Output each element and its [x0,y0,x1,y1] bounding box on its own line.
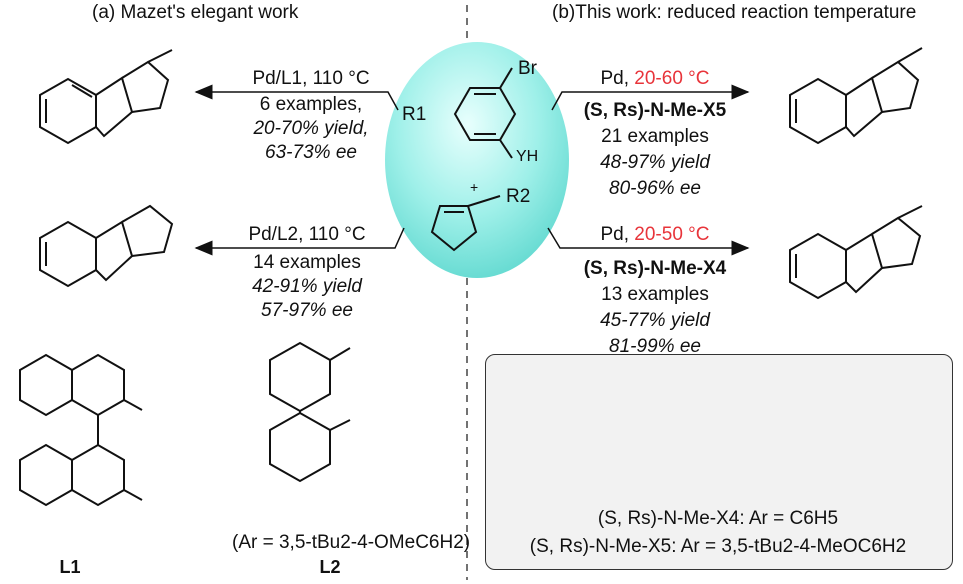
left-rxn1-examples: 6 examples, [259,94,363,115]
right-rxn2-ee: 81-99% ee [609,336,701,357]
right-rxn1-catalyst: Pd, [600,68,635,89]
left-rxn1-conditions: Pd/L1, 110 °C [252,68,370,89]
right-rxn2-yield: 45-77% yield [600,310,710,331]
ligand-def-x4: (S, Rs)-N-Me-X4: Ar = C6H5 [597,508,839,529]
right-rxn2-temperature: 20-50 °C [634,224,710,245]
left-rxn2-examples: 14 examples [253,252,361,273]
right-rxn2-ligand: (S, Rs)-N-Me-X4 [583,258,727,279]
reagent-r2: R2 [506,186,531,207]
ligand-ar-note: (Ar = 3,5-tBu2-4-OMeC6H2) [232,532,471,553]
right-rxn1-ligand: (S, Rs)-N-Me-X5 [583,100,727,121]
ligand-l2-structure [269,341,351,483]
ligand-definition-box [485,354,953,570]
right-rxn1-temperature: 20-60 °C [634,68,710,89]
left-rxn2-yield: 42-91% yield [252,276,362,297]
right-heading: (b)This work: reduced reaction temperatu… [552,2,917,23]
left-rxn2-ee: 57-97% ee [261,300,353,321]
arrow-left-1 [194,84,399,111]
reagent-sub-br: Br [518,58,537,79]
ligand-l1-structure [19,353,143,507]
dihydrofuran-structure [430,195,501,252]
reagent-bubble [385,42,569,278]
right-rxn2-conditions: Pd, 20-50 °C [570,224,740,246]
right-rxn1-conditions: Pd, 20-60 °C [570,68,740,90]
reagent-sub-yh: YH [516,148,539,165]
right-rxn2-examples: 13 examples [601,284,709,305]
left-rxn1-ee: 63-73% ee [265,142,357,163]
left-heading: (a) Mazet's elegant work [92,2,299,23]
left-rxn2-conditions: Pd/L2, 110 °C [248,224,366,245]
product-skeleton-left-2 [39,204,174,288]
right-rxn2-catalyst: Pd, [600,224,635,245]
reagent-r1: R1 [402,104,427,125]
right-rxn1-yield: 48-97% yield [600,152,710,173]
aryl-bromide-structure [453,67,517,159]
arrow-right-2 [547,227,750,256]
product-skeleton-right-2 [789,205,923,300]
left-rxn1-yield: 20-70% yield, [253,118,369,139]
ligand-l2-label: L2 [319,557,341,577]
ligand-l1-label: L1 [59,557,81,577]
reagent-plus: + [470,179,479,195]
arrow-right-1 [551,84,750,111]
product-skeleton-left-1 [39,49,173,145]
product-skeleton-right-1 [789,47,923,145]
right-rxn1-examples: 21 examples [601,126,709,147]
right-rxn1-ee: 80-96% ee [609,178,701,199]
ligand-def-x5: (S, Rs)-N-Me-X5: Ar = 3,5-tBu2-4-MeOC6H2 [529,536,907,557]
arrow-left-2 [194,227,405,256]
